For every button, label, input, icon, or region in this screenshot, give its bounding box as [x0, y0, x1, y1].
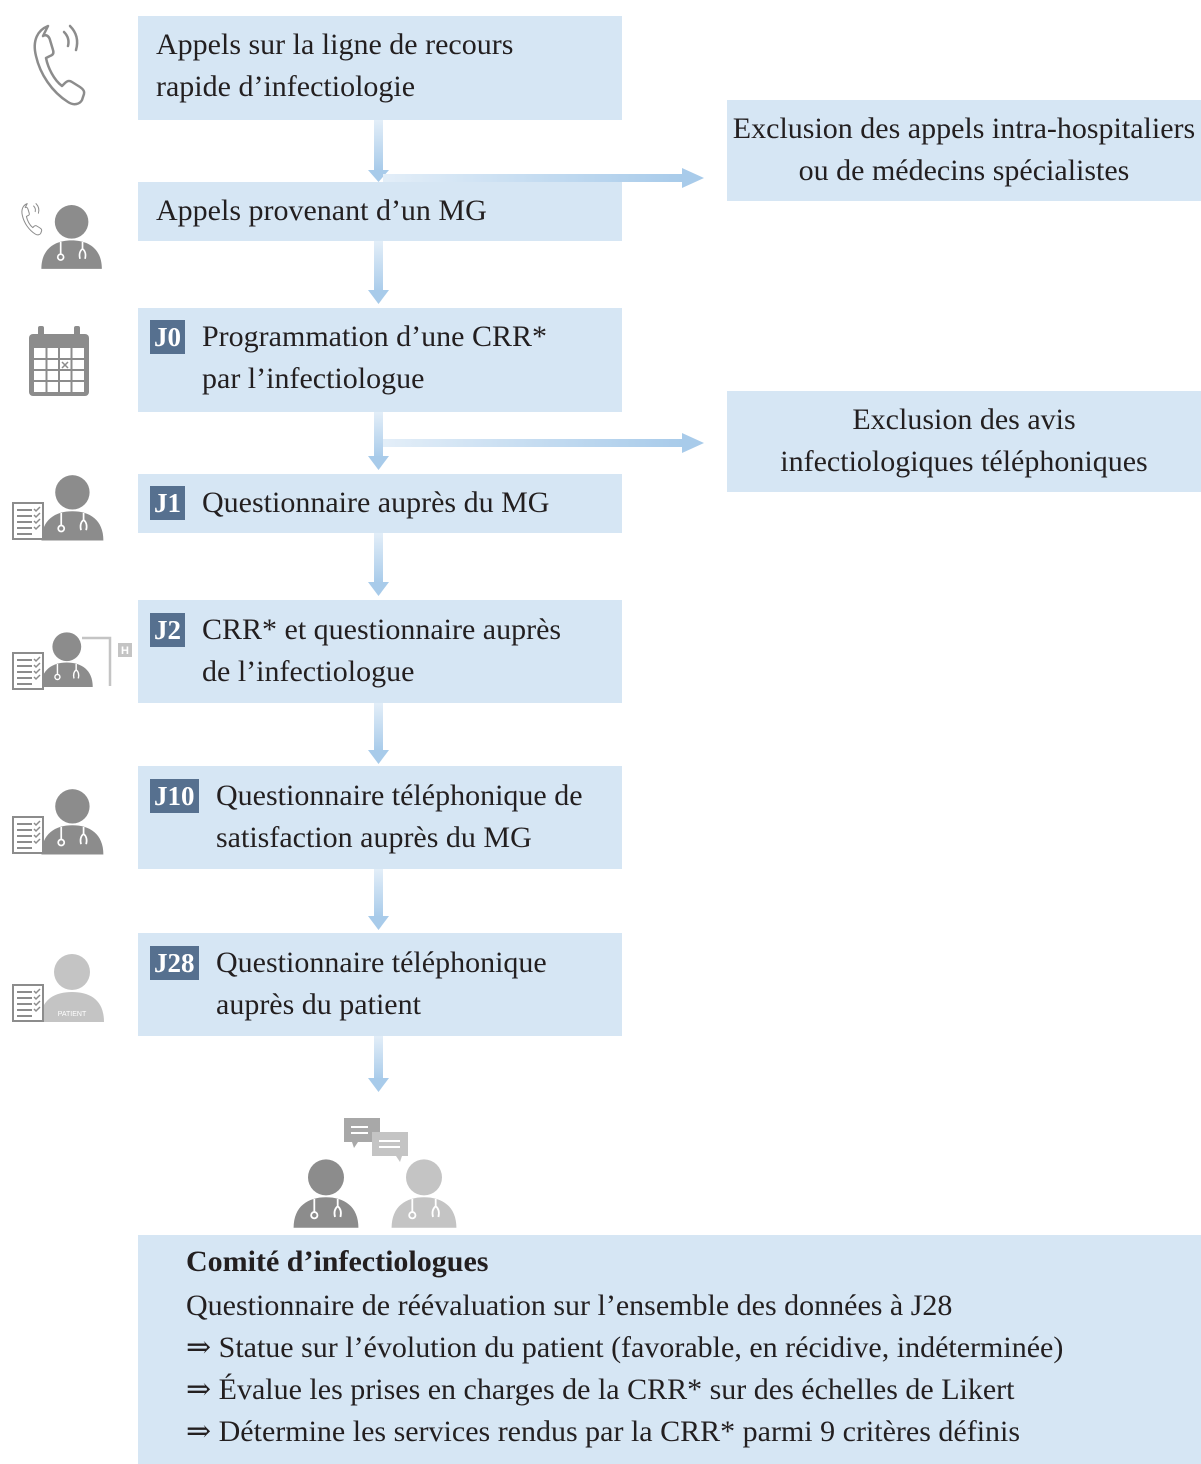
arrow-down	[368, 869, 389, 930]
step-text: Questionnaire téléphonique	[216, 946, 547, 979]
step-text: Appels sur la ligne de recours	[156, 28, 514, 61]
arrow-down	[368, 1036, 389, 1092]
arrow-down	[368, 412, 389, 470]
step-j1: J1 Questionnaire auprès du MG	[138, 474, 622, 533]
step-j0: J0 Programmation d’une CRR* par l’infect…	[138, 308, 622, 412]
exclusion-text: Exclusion des avis	[852, 403, 1076, 436]
calendar-icon	[28, 326, 90, 398]
step-calls: Appels sur la ligne de recours rapide d’…	[138, 16, 622, 120]
step-text: de l’infectiologue	[202, 655, 415, 688]
exclusion-box: Exclusion des avis infectiologiques télé…	[727, 391, 1201, 492]
doctor-hospital-form-icon: H	[12, 628, 136, 698]
exclusion-text: ou de médecins spécialistes	[798, 154, 1130, 187]
arrow-down	[368, 241, 389, 304]
day-badge: J1	[150, 486, 185, 520]
step-text: satisfaction auprès du MG	[216, 821, 532, 854]
step-text: CRR* et questionnaire auprès	[202, 613, 562, 646]
exclusion-text: infectiologiques téléphoniques	[780, 445, 1148, 478]
step-text: Questionnaire auprès du MG	[202, 486, 550, 519]
step-j10: J10 Questionnaire téléphonique de satisf…	[138, 766, 622, 869]
step-j28: J28 Questionnaire téléphonique auprès du…	[138, 933, 622, 1036]
comite-item: ⇒ Statue sur l’évolution du patient (fav…	[186, 1331, 1064, 1364]
comite-item: ⇒ Évalue les prises en charges de la CRR…	[186, 1373, 1015, 1406]
exclusion-box: Exclusion des appels intra-hospitaliers …	[727, 100, 1201, 201]
arrow-right	[383, 433, 704, 453]
step-text: Questionnaire téléphonique de	[216, 779, 583, 812]
arrow-down	[368, 120, 389, 182]
step-text: Appels provenant d’un MG	[156, 194, 487, 227]
step-text: rapide d’infectiologie	[156, 70, 416, 103]
exclusion-text: Exclusion des appels intra-hospitaliers	[732, 112, 1196, 145]
doctor-form-icon	[12, 784, 108, 864]
day-badge: J28	[150, 946, 199, 980]
day-badge: J2	[150, 613, 185, 647]
comite-title: Comité d’infectiologues	[186, 1245, 489, 1278]
patient-form-icon: PATIENT	[12, 950, 108, 1030]
step-mg-calls: Appels provenant d’un MG	[138, 182, 622, 241]
patient-label: PATIENT	[58, 1011, 87, 1018]
doctor-phone-icon	[20, 200, 110, 270]
comite-box: Comité d’infectiologues Questionnaire de…	[138, 1235, 1201, 1464]
step-text: auprès du patient	[216, 988, 421, 1021]
step-j2: J2 CRR* et questionnaire auprès de l’inf…	[138, 600, 622, 703]
doctors-discussion-icon	[288, 1118, 468, 1228]
doctor-form-icon	[12, 470, 108, 550]
hospital-label: H	[121, 645, 129, 657]
step-text: Programmation d’une CRR*	[202, 320, 547, 353]
day-badge: J10	[150, 779, 199, 813]
step-text: par l’infectiologue	[202, 362, 425, 395]
phone-icon	[30, 22, 90, 110]
day-badge: J0	[150, 320, 185, 354]
comite-subtitle: Questionnaire de réévaluation sur l’ense…	[186, 1289, 953, 1322]
arrow-down	[368, 703, 389, 764]
arrow-down	[368, 533, 389, 596]
comite-item: ⇒ Détermine les services rendus par la C…	[186, 1415, 1021, 1448]
